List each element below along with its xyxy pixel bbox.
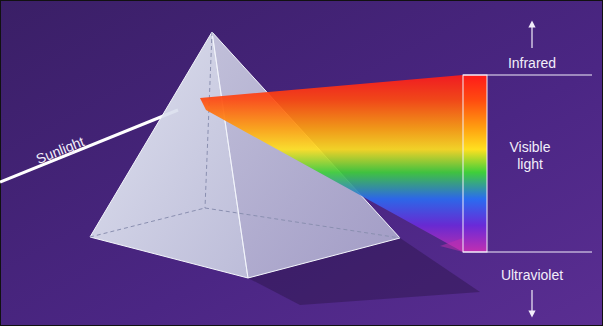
down-arrow [531,290,532,314]
band-label-holder: Visible light [500,139,560,173]
up-arrow [531,24,532,48]
boundary-line [463,75,592,76]
band-label: Infrared [508,55,556,72]
band-label: Visible light [500,139,560,173]
band-label: Ultraviolet [501,267,563,284]
ray-label-holder: Sunlight [33,133,86,168]
boundary-line [463,252,592,253]
band-label-holder: Infrared [508,55,556,72]
spectrum-beam [200,75,463,252]
band-label-holder: Ultraviolet [501,267,563,284]
ray-label: Sunlight [33,133,86,168]
spectrum-bar [463,75,487,252]
ultraviolet-tail [440,238,463,252]
